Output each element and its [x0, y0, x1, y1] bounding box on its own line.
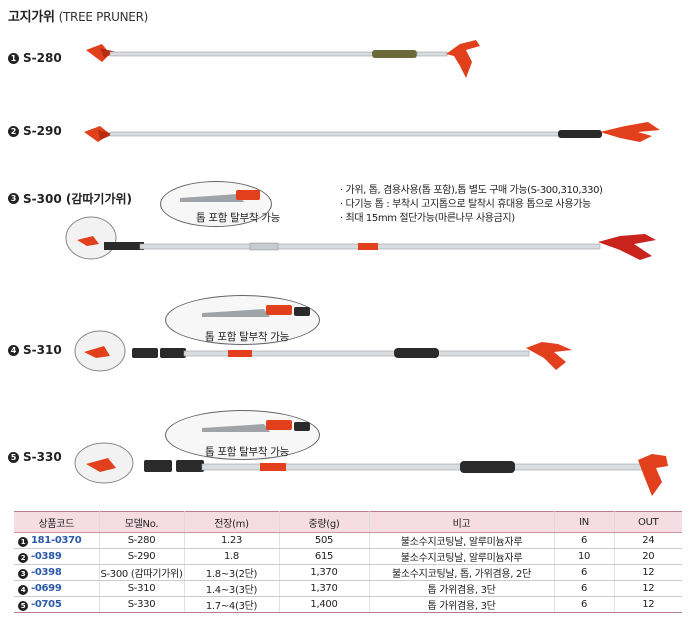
pruner-s290-image — [84, 122, 660, 142]
cell-length: 1.4~3(3단) — [184, 580, 280, 597]
cell-in: 6 — [554, 564, 615, 581]
cell-code: 4-0699 — [14, 580, 100, 597]
ellipse-blade-s310 — [74, 330, 126, 372]
ellipse-blade-s330 — [74, 442, 134, 484]
col-header-weight: 중량(g) — [279, 511, 370, 533]
saw-detail-s310 — [202, 305, 310, 317]
ellipse-blade-s300 — [65, 216, 117, 260]
cell-length: 1.8~3(2단) — [184, 564, 280, 581]
pruner-s300-image — [104, 234, 656, 260]
number-badge: 3 — [8, 193, 19, 204]
cell-out: 12 — [614, 596, 682, 613]
cell-code: 3-0398 — [14, 564, 100, 581]
model-name: S-290 — [23, 124, 62, 138]
saw-detail-s300 — [180, 190, 260, 202]
col-header-in: IN — [554, 511, 615, 533]
model-label-s290: 2 S-290 — [8, 124, 62, 138]
saw-detail-s330 — [202, 420, 310, 432]
cell-code: 5-0705 — [14, 596, 100, 613]
row-number-badge: 2 — [18, 552, 28, 563]
table-row: 2-0389 S-290 1.8 615 불소수지코팅날, 알루미늄자루 10 … — [14, 548, 682, 565]
pruner-s310-image — [132, 342, 572, 370]
cell-length: 1.7~4(3단) — [184, 596, 280, 613]
detail-bubble-s300 — [160, 181, 272, 227]
cell-in: 6 — [554, 596, 615, 613]
cell-code: 2-0389 — [14, 548, 100, 565]
cell-in: 6 — [554, 532, 615, 549]
col-header-model: 모델No. — [99, 511, 185, 533]
cell-out: 24 — [614, 532, 682, 549]
bubble-caption: 톱 포함 탈부착 가능 — [205, 331, 289, 343]
col-header-length: 전장(m) — [184, 511, 280, 533]
note-line: · 다기능 톱 : 부착시 고지톱으로 탈착시 휴대용 톱으로 사용가능 — [340, 199, 591, 210]
cell-weight: 615 — [279, 548, 370, 565]
cell-out: 20 — [614, 548, 682, 565]
cell-model: S-280 — [99, 532, 185, 549]
table-row: 5-0705 S-330 1.7~4(3단) 1,400 톱 가위겸용, 3단 … — [14, 596, 682, 613]
model-label-s330: 5 S-330 — [8, 450, 62, 464]
cell-out: 12 — [614, 580, 682, 597]
cell-note: 불소수지코팅날, 톱, 가위겸용, 2단 — [369, 564, 555, 581]
cell-weight: 1,370 — [279, 564, 370, 581]
cell-model: S-330 — [99, 596, 185, 613]
table-row: 3-0398 S-300 (감따기가위) 1.8~3(2단) 1,370 불소수… — [14, 564, 682, 581]
bubble-caption: 톱 포함 탈부착 가능 — [205, 446, 289, 458]
detail-bubble-s330 — [165, 410, 320, 460]
cell-model: S-300 (감따기가위) — [99, 564, 185, 581]
product-code: 181-0370 — [31, 534, 82, 546]
cell-out: 12 — [614, 564, 682, 581]
model-label-s280: 1 S-280 — [8, 51, 62, 65]
model-name: S-310 — [23, 343, 62, 357]
feature-notes: · 가위, 톱, 겸용사용(톱 포함),톱 별도 구매 가능(S-300,310… — [340, 184, 603, 226]
row-number-badge: 3 — [18, 568, 28, 579]
product-code: -0699 — [31, 582, 62, 594]
cell-note: 톱 가위겸용, 3단 — [369, 580, 555, 597]
cell-length: 1.8 — [184, 548, 280, 565]
cell-note: 톱 가위겸용, 3단 — [369, 596, 555, 613]
number-badge: 5 — [8, 451, 19, 463]
number-badge: 2 — [8, 125, 19, 137]
cell-model: S-310 — [99, 580, 185, 597]
page-title: 고지가위(TREE PRUNER) — [8, 6, 148, 25]
table-header-row: 상품코드 모델No. 전장(m) 중량(g) 비고 IN OUT — [14, 511, 682, 533]
cell-weight: 505 — [279, 532, 370, 549]
row-number-badge: 1 — [18, 536, 28, 547]
row-number-badge: 4 — [18, 584, 28, 595]
model-label-s310: 4 S-310 — [8, 343, 62, 357]
cell-weight: 1,400 — [279, 596, 370, 613]
cell-in: 6 — [554, 580, 615, 597]
title-main: 고지가위 — [8, 10, 55, 25]
model-label-s300: 3 S-300 (감따기가위) — [8, 190, 132, 207]
col-header-code: 상품코드 — [14, 511, 100, 533]
col-header-out: OUT — [614, 511, 682, 533]
cell-model: S-290 — [99, 548, 185, 565]
table-row: 4-0699 S-310 1.4~3(3단) 1,370 톱 가위겸용, 3단 … — [14, 580, 682, 597]
pruner-s280-image — [86, 40, 480, 78]
title-sub: (TREE PRUNER) — [58, 10, 149, 24]
model-name: S-280 — [23, 51, 62, 65]
cell-in: 10 — [554, 548, 615, 565]
bubble-caption: 톱 포함 탈부착 가능 — [196, 212, 280, 224]
pruner-s330-image — [144, 454, 668, 496]
note-line: · 가위, 톱, 겸용사용(톱 포함),톱 별도 구매 가능(S-300,310… — [340, 185, 603, 196]
cell-note: 불소수지코팅날, 알루미늄자루 — [369, 548, 555, 565]
product-code: -0389 — [31, 550, 62, 562]
number-badge: 4 — [8, 344, 19, 356]
detail-bubble-s310 — [165, 295, 320, 345]
model-name: S-300 (감따기가위) — [23, 192, 133, 206]
cell-note: 불소수지코팅날, 알루미늄자루 — [369, 532, 555, 549]
cell-length: 1.23 — [184, 532, 280, 549]
model-name: S-330 — [23, 450, 62, 464]
row-number-badge: 5 — [18, 600, 28, 611]
note-line: · 최대 15mm 절단가능(마른나무 사용금지) — [340, 213, 515, 224]
col-header-note: 비고 — [369, 511, 555, 533]
product-code: -0398 — [31, 566, 62, 578]
cell-weight: 1,370 — [279, 580, 370, 597]
product-code: -0705 — [31, 598, 62, 610]
number-badge: 1 — [8, 52, 19, 64]
